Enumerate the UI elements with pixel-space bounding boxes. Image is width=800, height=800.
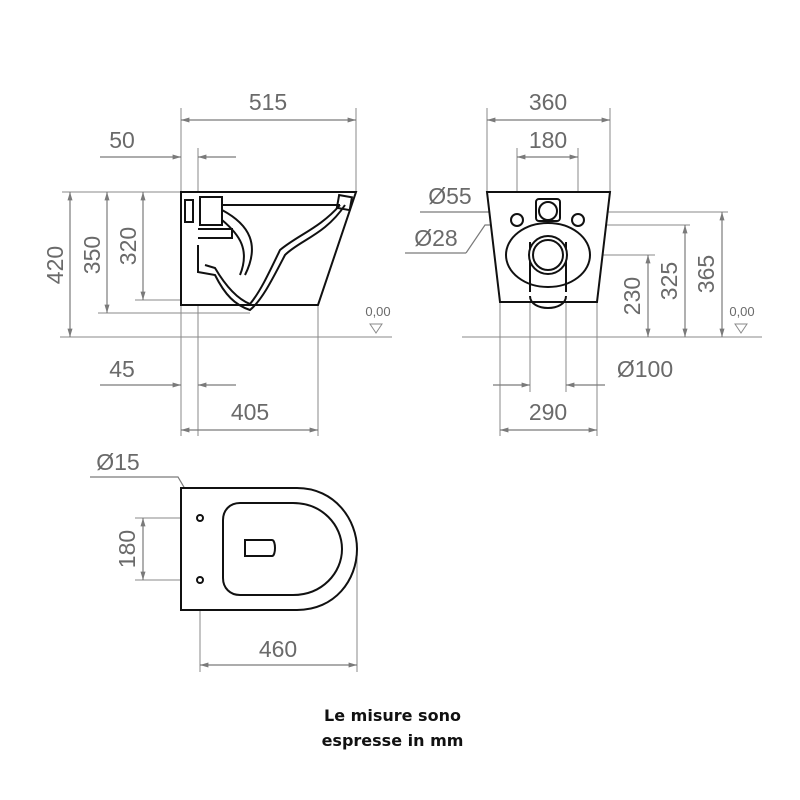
dim-dia-15: Ø15 [96,449,139,475]
floor-ref-side: 0,00 [365,304,390,319]
dim-180-top: 180 [114,530,140,568]
caption-line-1: Le misure sono [324,706,461,725]
dim-230: 230 [619,277,645,315]
front-view: 360 180 Ø55 Ø28 230 325 365 0,00 Ø100 29… [405,89,762,436]
dim-350: 350 [79,236,105,274]
dim-405: 405 [231,399,269,425]
dim-360: 360 [529,89,567,115]
dim-dia-100: Ø100 [617,356,673,382]
dim-50: 50 [109,127,135,153]
dim-325: 325 [656,262,682,300]
dim-460: 460 [259,636,297,662]
side-view: 515 50 420 350 320 0,00 45 405 [42,89,392,436]
dim-320: 320 [115,227,141,265]
dim-515: 515 [249,89,287,115]
dim-290: 290 [529,399,567,425]
caption-line-2: espresse in mm [321,731,464,750]
top-view: Ø15 180 460 [90,449,359,672]
side-body [180,191,358,306]
level-triangle-icon [734,323,748,334]
dim-420: 420 [42,246,68,284]
dim-dia-28: Ø28 [414,225,457,251]
top-body [180,487,359,611]
level-triangle-icon [369,323,383,334]
floor-ref-front: 0,00 [729,304,754,319]
dim-365: 365 [693,255,719,293]
dim-dia-55: Ø55 [428,183,471,209]
dim-180-front: 180 [529,127,567,153]
dim-45: 45 [109,356,135,382]
